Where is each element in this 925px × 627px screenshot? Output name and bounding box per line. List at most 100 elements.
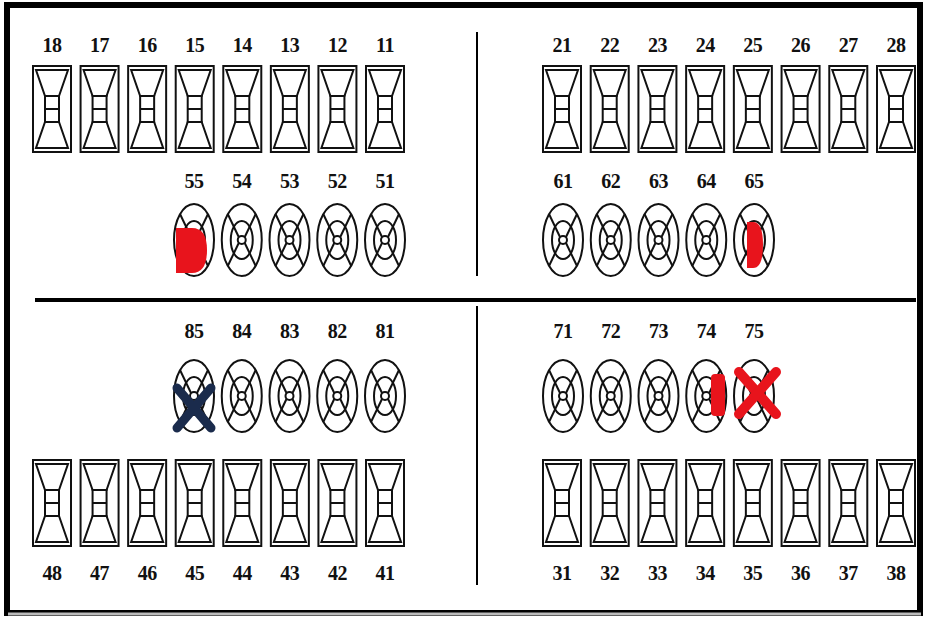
permanent-tooth-symbol bbox=[591, 66, 629, 152]
tooth-number: 13 bbox=[280, 35, 299, 55]
permanent-tooth-symbol bbox=[638, 66, 676, 152]
tooth-number: 21 bbox=[553, 35, 572, 55]
tooth-number: 63 bbox=[649, 171, 668, 191]
tooth-number: 12 bbox=[328, 35, 347, 55]
permanent-tooth-symbol bbox=[543, 66, 581, 152]
permanent-tooth-symbol bbox=[591, 460, 629, 546]
tooth-number: 37 bbox=[839, 563, 858, 583]
tooth-number: 83 bbox=[280, 321, 299, 341]
charting-marks bbox=[176, 222, 776, 428]
permanent-tooth-symbol bbox=[81, 460, 119, 546]
tooth-number: 16 bbox=[138, 35, 157, 55]
permanent-tooth-symbol bbox=[782, 66, 820, 152]
filling-mark bbox=[711, 374, 725, 416]
primary-tooth-symbol bbox=[591, 204, 631, 276]
permanent-tooth-symbol bbox=[782, 460, 820, 546]
tooth-number: 81 bbox=[376, 321, 395, 341]
tooth-number: 18 bbox=[43, 35, 62, 55]
tooth-number: 85 bbox=[185, 321, 204, 341]
tooth-number: 36 bbox=[791, 563, 810, 583]
permanent-tooth-symbol bbox=[734, 66, 772, 152]
tooth-number: 26 bbox=[791, 35, 810, 55]
primary-tooth-symbol bbox=[365, 360, 405, 432]
tooth-number: 73 bbox=[649, 321, 668, 341]
tooth-number: 61 bbox=[554, 171, 573, 191]
permanent-tooth-symbol bbox=[543, 460, 581, 546]
primary-tooth-symbol bbox=[317, 360, 357, 432]
tooth-number: 42 bbox=[328, 563, 347, 583]
tooth-number: 33 bbox=[648, 563, 667, 583]
permanent-tooth-symbol bbox=[223, 66, 261, 152]
tooth-number: 43 bbox=[280, 563, 299, 583]
extraction-cross bbox=[739, 372, 776, 414]
midline bbox=[476, 306, 478, 585]
primary-tooth-symbol bbox=[543, 360, 583, 432]
permanent-tooth-symbol bbox=[33, 460, 71, 546]
tooth-number: 27 bbox=[839, 35, 858, 55]
filling-mark bbox=[747, 222, 763, 268]
permanent-tooth-symbol bbox=[318, 460, 356, 546]
tooth-number: 34 bbox=[696, 563, 715, 583]
tooth-number: 52 bbox=[328, 171, 347, 191]
tooth-number: 41 bbox=[376, 563, 395, 583]
tooth-number: 28 bbox=[887, 35, 906, 55]
tooth-number: 15 bbox=[185, 35, 204, 55]
tooth-number: 46 bbox=[138, 563, 157, 583]
primary-tooth-symbol bbox=[734, 204, 774, 276]
primary-tooth-symbol bbox=[686, 360, 726, 432]
primary-tooth-symbol bbox=[365, 204, 405, 276]
tooth-number: 31 bbox=[553, 563, 572, 583]
tooth-number: 35 bbox=[743, 563, 762, 583]
filling-mark bbox=[176, 228, 207, 273]
midline bbox=[476, 32, 478, 276]
tooth-number: 72 bbox=[601, 321, 620, 341]
permanent-tooth-symbol bbox=[271, 460, 309, 546]
tooth-number: 44 bbox=[233, 563, 252, 583]
tooth-number: 75 bbox=[745, 321, 764, 341]
permanent-tooth-symbol bbox=[128, 460, 166, 546]
tooth-number: 82 bbox=[328, 321, 347, 341]
primary-tooth-symbol bbox=[639, 360, 679, 432]
tooth-number: 25 bbox=[743, 35, 762, 55]
primary-tooth-symbol bbox=[174, 360, 214, 432]
primary-tooth-symbol bbox=[591, 360, 631, 432]
tooth-symbols bbox=[33, 66, 915, 546]
tooth-number: 55 bbox=[185, 171, 204, 191]
permanent-tooth-symbol bbox=[366, 460, 404, 546]
primary-tooth-symbol bbox=[270, 204, 310, 276]
permanent-tooth-symbol bbox=[638, 460, 676, 546]
tooth-number: 32 bbox=[600, 563, 619, 583]
tooth-number: 22 bbox=[600, 35, 619, 55]
tooth-number: 51 bbox=[376, 171, 395, 191]
permanent-tooth-symbol bbox=[176, 66, 214, 152]
permanent-tooth-symbol bbox=[318, 66, 356, 152]
tooth-number: 14 bbox=[233, 35, 252, 55]
tooth-number: 74 bbox=[697, 321, 716, 341]
tooth-number: 17 bbox=[90, 35, 109, 55]
missing-cross bbox=[177, 388, 211, 428]
tooth-number: 38 bbox=[887, 563, 906, 583]
tooth-number: 53 bbox=[280, 171, 299, 191]
tooth-number: 11 bbox=[376, 35, 394, 55]
primary-tooth-symbol bbox=[686, 204, 726, 276]
tooth-number: 84 bbox=[232, 321, 251, 341]
permanent-tooth-symbol bbox=[366, 66, 404, 152]
permanent-tooth-symbol bbox=[271, 66, 309, 152]
permanent-tooth-symbol bbox=[734, 460, 772, 546]
permanent-tooth-symbol bbox=[686, 66, 724, 152]
primary-tooth-symbol bbox=[317, 204, 357, 276]
primary-tooth-symbol bbox=[543, 204, 583, 276]
tooth-number: 45 bbox=[185, 563, 204, 583]
tooth-number: 24 bbox=[696, 35, 715, 55]
permanent-tooth-symbol bbox=[176, 460, 214, 546]
tooth-number: 47 bbox=[90, 563, 109, 583]
primary-tooth-symbol bbox=[270, 360, 310, 432]
permanent-tooth-symbol bbox=[33, 66, 71, 152]
tooth-number: 23 bbox=[648, 35, 667, 55]
occlusal-line bbox=[35, 298, 916, 302]
permanent-tooth-symbol bbox=[877, 66, 915, 152]
primary-tooth-symbol bbox=[639, 204, 679, 276]
tooth-number: 65 bbox=[745, 171, 764, 191]
